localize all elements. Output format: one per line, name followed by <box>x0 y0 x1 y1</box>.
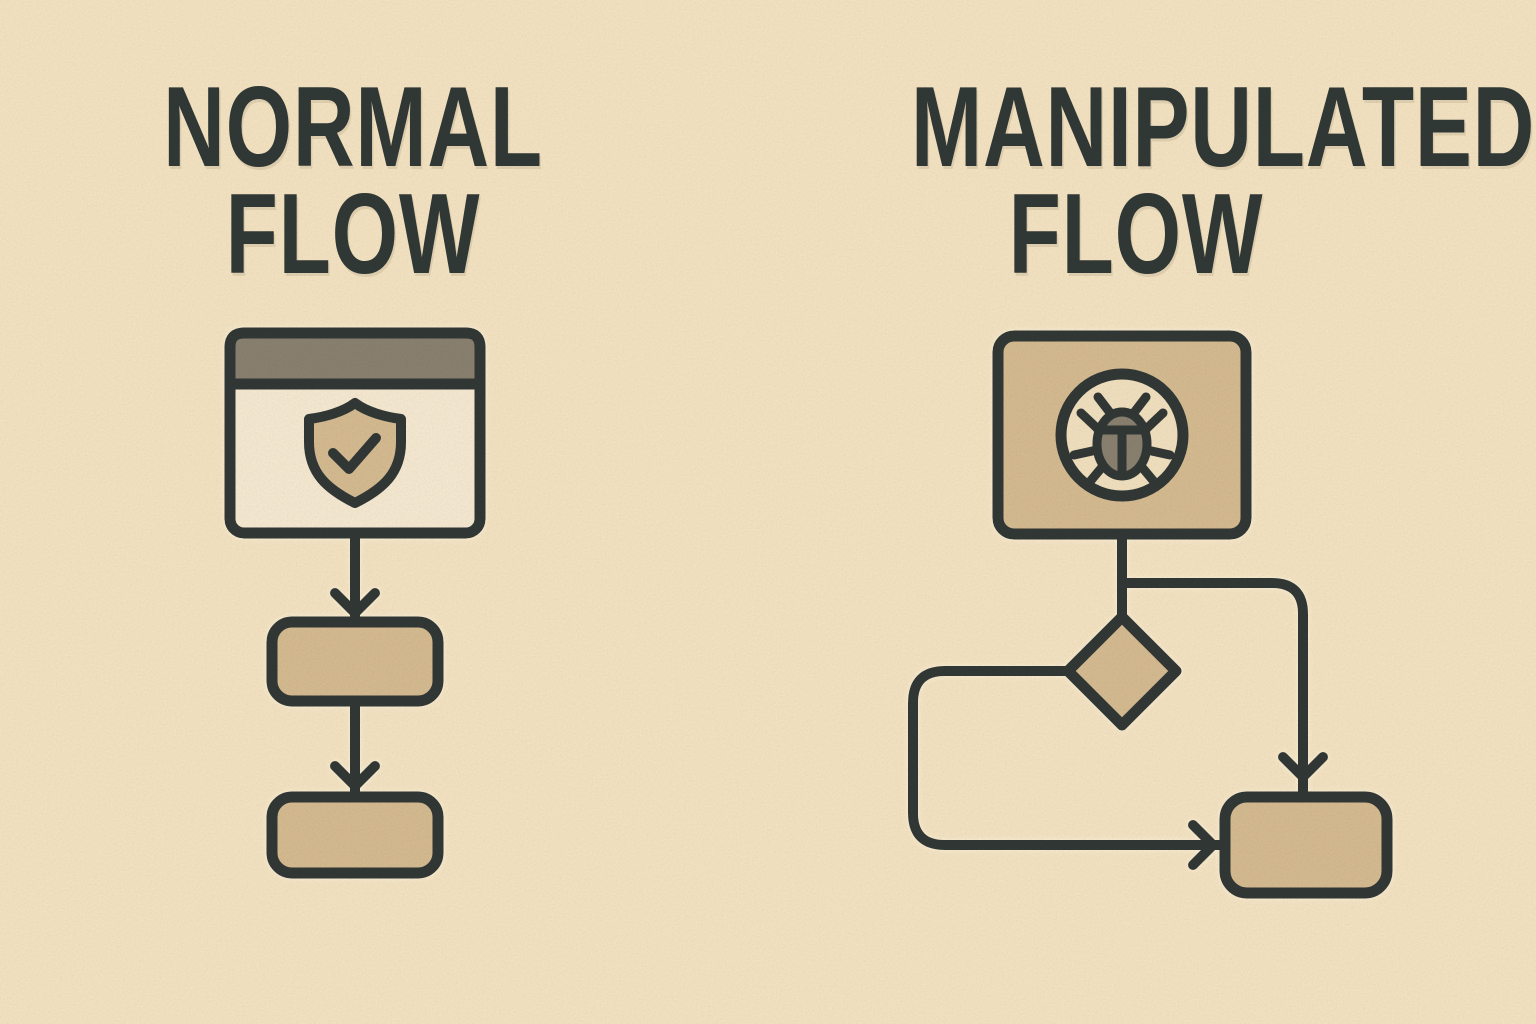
arrow-down-icon <box>330 528 380 627</box>
loopback-arrow <box>908 666 1230 870</box>
end-node <box>1219 791 1393 899</box>
process-node-2 <box>266 791 444 879</box>
browser-window-titlebar <box>224 327 486 390</box>
decision-diamond <box>1062 611 1182 731</box>
bug-leg-mid-left <box>1069 445 1102 460</box>
bug-leg-mid-right <box>1142 445 1175 460</box>
arrow-down-icon <box>330 696 380 802</box>
manipulated-flow-diagram <box>908 330 1393 899</box>
normal-flow-diagram <box>224 327 486 879</box>
browser-window-icon <box>224 327 486 539</box>
process-node-1 <box>266 616 444 707</box>
malware-window-icon <box>992 330 1252 540</box>
loop-path <box>908 666 1230 850</box>
